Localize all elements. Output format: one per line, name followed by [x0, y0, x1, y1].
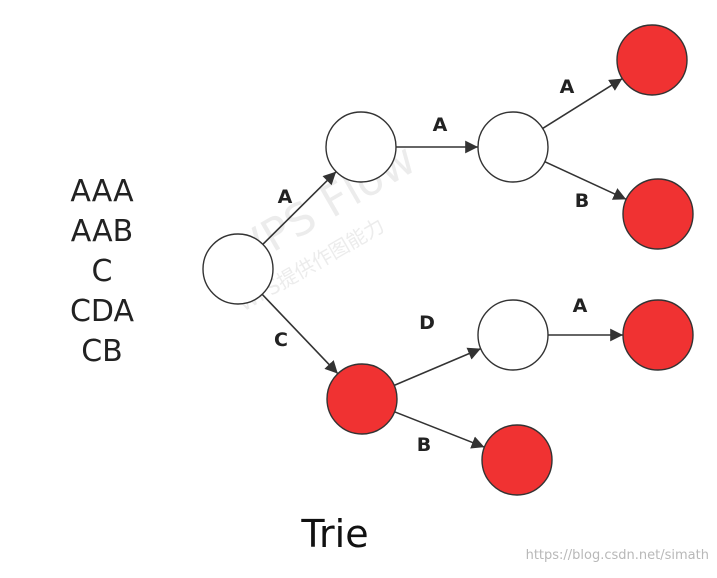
diagram-caption: Trie [301, 512, 369, 556]
word-aaa: AAA [70, 174, 134, 209]
edge-label-AA-AAA: A [560, 76, 575, 98]
edge-C-CD [393, 347, 482, 387]
edge-root-A [262, 171, 337, 245]
node-C-terminal [326, 363, 398, 435]
word-cb: CB [81, 334, 123, 369]
nodes-layer [202, 24, 694, 496]
node-CD [477, 299, 549, 371]
edge-label-C-CB: B [417, 434, 431, 456]
node-AAA-terminal [616, 24, 688, 96]
edge-AA-AAB [544, 160, 627, 201]
word-aab: AAB [70, 214, 134, 249]
edge-C-CB [394, 411, 485, 449]
edge-root-C [261, 293, 339, 375]
node-CDA-terminal [622, 299, 694, 371]
node-AAB-terminal [622, 178, 694, 250]
node-A [325, 111, 397, 183]
source-credit: https://blog.csdn.net/simath [525, 548, 709, 563]
word-c: C [91, 254, 113, 289]
edge-label-root-A: A [278, 186, 293, 208]
node-root [202, 233, 274, 305]
edge-label-root-C: C [274, 329, 288, 351]
edge-AA-AAA [542, 77, 623, 130]
edge-label-AA-AAB: B [575, 190, 589, 212]
edge-label-CD-CDA: A [573, 295, 588, 317]
node-AA [477, 111, 549, 183]
word-cda: CDA [69, 294, 135, 329]
edge-label-C-CD: D [419, 312, 435, 334]
edges-layer: A A A B C D A B [261, 76, 627, 456]
edge-label-A-AA: A [433, 114, 448, 136]
node-CB-terminal [481, 424, 553, 496]
